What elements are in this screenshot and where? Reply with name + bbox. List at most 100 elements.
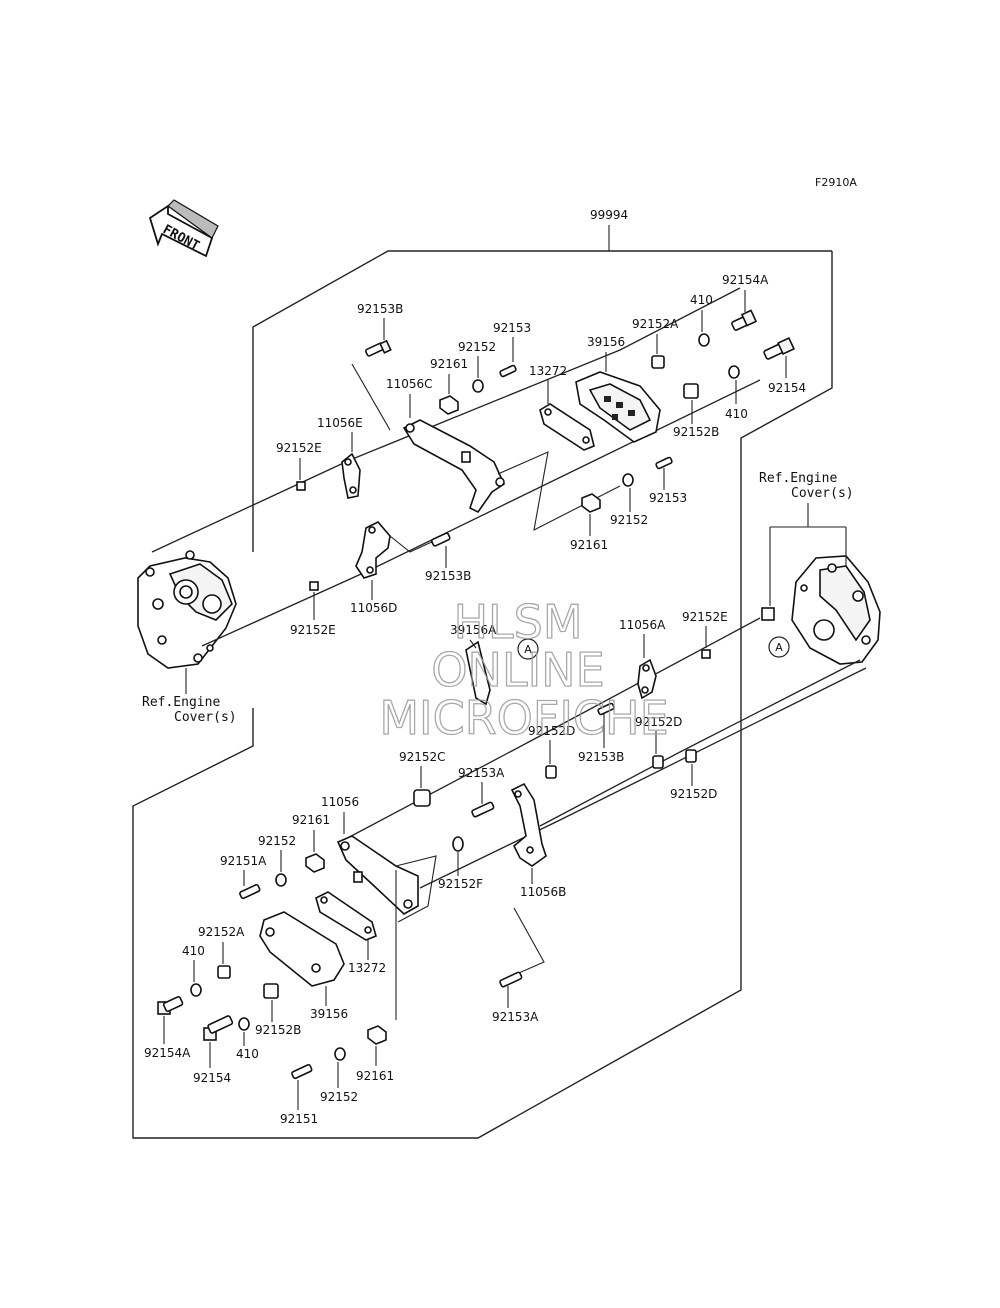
watermark-line1: HLSM bbox=[453, 595, 582, 649]
watermark: HLSM ONLINE MICROFICHE bbox=[379, 594, 670, 745]
label-92152-low: 92152 bbox=[258, 834, 296, 848]
washer-92152-low bbox=[275, 873, 287, 887]
label-92152-top: 92152 bbox=[458, 340, 496, 354]
label-11056D: 11056D bbox=[350, 601, 397, 615]
bolt-92153A-bottom bbox=[499, 971, 523, 988]
label-92152D-a: 92152D bbox=[528, 724, 575, 738]
label-92153B-right: 92153B bbox=[578, 750, 624, 764]
label-92152D-b: 92152D bbox=[635, 715, 682, 729]
label-92152B-low: 92152B bbox=[255, 1023, 301, 1037]
engine-cover-left bbox=[137, 550, 237, 669]
label-92152-bottom: 92152 bbox=[320, 1090, 358, 1104]
ref-engine-cover-left-line2: Cover(s) bbox=[174, 710, 237, 725]
lower-axis-upper bbox=[339, 617, 761, 843]
ref-engine-cover-right-line1: Ref.Engine bbox=[759, 471, 837, 486]
label-92151A: 92151A bbox=[220, 854, 267, 868]
label-92153-mid: 92153 bbox=[649, 491, 687, 505]
collar-92152A-low bbox=[217, 965, 231, 979]
washer-410-low2 bbox=[238, 1017, 250, 1031]
label-92153A-bottom: 92153A bbox=[492, 1010, 539, 1024]
label-92152F: 92152F bbox=[438, 877, 483, 891]
bolt-92153-top bbox=[499, 364, 517, 378]
label-11056B: 11056B bbox=[520, 885, 566, 899]
label-410-low: 410 bbox=[182, 944, 205, 958]
tab-right-cover bbox=[761, 607, 775, 621]
watermark-line3: MICROFICHE bbox=[379, 691, 668, 745]
callout-a-right-text: A bbox=[775, 641, 783, 654]
label-92161-top: 92161 bbox=[430, 357, 468, 371]
washer-410-low bbox=[190, 983, 202, 997]
collar-92152A-top bbox=[651, 355, 665, 369]
label-92152B-top: 92152B bbox=[673, 425, 719, 439]
label-92161-bottom: 92161 bbox=[356, 1069, 394, 1083]
label-92152E-left: 92152E bbox=[290, 623, 336, 637]
nut-92161-bottom bbox=[367, 1025, 387, 1045]
bolt-92154-top bbox=[763, 336, 796, 360]
label-11056A: 11056A bbox=[619, 618, 666, 632]
bracket-11056b bbox=[510, 782, 547, 867]
front-arrow-icon: FRONT bbox=[148, 199, 219, 258]
bolt-92154-low bbox=[203, 1015, 234, 1041]
label-11056C: 11056C bbox=[386, 377, 433, 391]
label-92152A-low: 92152A bbox=[198, 925, 245, 939]
slider-39156a bbox=[465, 640, 491, 706]
callout-a-right bbox=[768, 636, 790, 658]
label-92154-top: 92154 bbox=[768, 381, 806, 395]
nut-92161-top bbox=[439, 395, 459, 415]
bolt-92153-mid bbox=[655, 456, 673, 470]
figure-code: F2910A bbox=[815, 176, 857, 189]
label-92153B-top: 92153B bbox=[357, 302, 403, 316]
label-11056: 11056 bbox=[321, 795, 359, 809]
label-92161-mid: 92161 bbox=[570, 538, 608, 552]
collar-92152D-b bbox=[652, 755, 664, 769]
washer-92152E-c bbox=[701, 649, 711, 659]
collar-92152F bbox=[452, 836, 464, 852]
label-39156-top: 39156 bbox=[587, 335, 625, 349]
collar-92152B-top bbox=[683, 383, 699, 399]
bolt-92153A-top bbox=[471, 801, 495, 818]
label-92152D-c: 92152D bbox=[670, 787, 717, 801]
label-92152E-topleft: 92152E bbox=[276, 441, 322, 455]
washer-92152-bottom bbox=[334, 1047, 346, 1061]
label-92154A-top: 92154A bbox=[722, 273, 769, 287]
collar-92152C bbox=[413, 789, 431, 807]
label-92152-mid: 92152 bbox=[610, 513, 648, 527]
callout-a-left-text: A bbox=[524, 643, 532, 656]
slider-39156-top bbox=[575, 371, 661, 443]
label-92152C: 92152C bbox=[399, 750, 446, 764]
collar-92152D-a bbox=[545, 765, 557, 779]
label-11056E: 11056E bbox=[317, 416, 363, 430]
collar-92152D-c bbox=[685, 749, 697, 763]
nut-92161-low bbox=[305, 853, 325, 873]
bracket-11056e bbox=[341, 452, 361, 499]
plate-13272-top bbox=[539, 403, 595, 451]
watermark-line2: ONLINE bbox=[431, 643, 604, 697]
engine-cover-right bbox=[791, 555, 881, 665]
bracket-11056 bbox=[336, 835, 419, 915]
lower-axis-lower bbox=[419, 667, 867, 889]
bracket-11056d bbox=[355, 521, 391, 579]
bracket-11056c bbox=[402, 419, 506, 514]
top-axis-upper bbox=[151, 287, 741, 553]
label-410-top2: 410 bbox=[725, 407, 748, 421]
label-13272-low: 13272 bbox=[348, 961, 386, 975]
plate-13272-low bbox=[315, 891, 377, 941]
assembly-frame bbox=[132, 250, 833, 1139]
label-92152A-top: 92152A bbox=[632, 317, 679, 331]
callout-a-left bbox=[517, 638, 539, 660]
bolt-92153B-right bbox=[597, 702, 615, 716]
slider-39156-low bbox=[259, 911, 345, 987]
washer-92152E-a bbox=[296, 481, 306, 491]
label-92152E-right: 92152E bbox=[682, 610, 728, 624]
nut-92161-mid bbox=[581, 493, 601, 513]
bolt-92153B-top bbox=[365, 339, 392, 357]
washer-92152-top bbox=[472, 379, 484, 393]
label-92153A-top: 92153A bbox=[458, 766, 505, 780]
label-39156-low: 39156 bbox=[310, 1007, 348, 1021]
label-92151: 92151 bbox=[280, 1112, 318, 1126]
label-92161-low: 92161 bbox=[292, 813, 330, 827]
ref-engine-cover-left-line1: Ref.Engine bbox=[142, 695, 220, 710]
collar-92152B-low bbox=[263, 983, 279, 999]
washer-92152-mid bbox=[622, 473, 634, 487]
